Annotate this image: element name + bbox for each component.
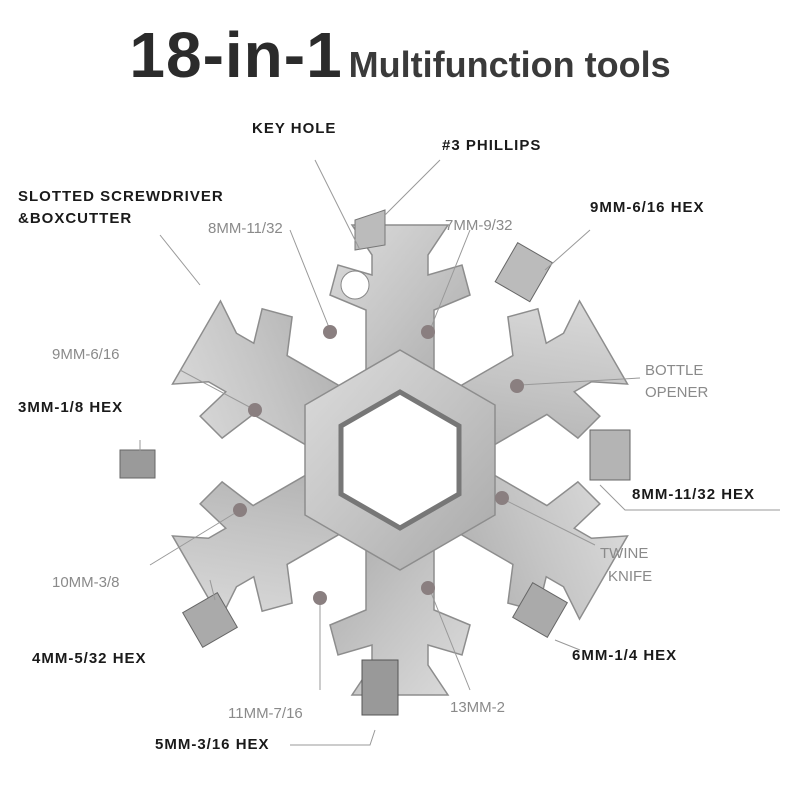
label-hex-6mm: 6MM-1/4 HEX	[572, 647, 678, 664]
label-wrench-8mm: 8MM-11/32	[208, 220, 283, 237]
label-key-hole: KEY HOLE	[252, 120, 337, 137]
label-boxcutter: &BOXCUTTER	[18, 210, 133, 227]
label-hex-4mm: 4MM-5/32 HEX	[32, 650, 147, 667]
label-wrench-7mm: 7MM-9/32	[445, 217, 513, 234]
leader-lines	[139, 159, 780, 746]
hex-bit-3mm	[119, 449, 156, 479]
label-wrench-11mm: 11MM-7/16	[228, 705, 303, 722]
hex-bit-9mm	[494, 241, 554, 303]
title-sub: Multifunction tools	[348, 44, 671, 85]
label-wrench-9mm: 9MM-6/16	[52, 346, 120, 363]
hex-bit-6mm	[511, 581, 569, 639]
snowflake-body	[160, 224, 640, 696]
hex-bit-4mm	[181, 591, 239, 649]
label-twine: TWINE	[600, 545, 649, 562]
label-wrench-13mm: 13MM-2	[450, 699, 506, 716]
hex-bit-5mm	[361, 659, 399, 716]
label-wrench-10mm: 10MM-3/8	[52, 574, 120, 591]
phillips-bit	[354, 209, 386, 251]
label-opener: OPENER	[645, 384, 709, 401]
wrench-dots	[233, 325, 524, 605]
label-knife: KNIFE	[608, 568, 653, 585]
label-hex-8mm: 8MM-11/32 HEX	[632, 486, 756, 503]
label-slotted: SLOTTED SCREWDRIVER	[18, 188, 224, 205]
label-bottle: BOTTLE	[645, 362, 704, 379]
label-hex-3mm: 3MM-1/8 HEX	[18, 399, 124, 416]
label-phillips: #3 PHILLIPS	[442, 137, 542, 154]
title-main: 18-in-1	[129, 19, 343, 91]
hex-bit-8mm	[589, 429, 631, 481]
label-hex-9mm: 9MM-6/16 HEX	[590, 199, 705, 216]
label-hex-5mm: 5MM-3/16 HEX	[155, 736, 270, 753]
